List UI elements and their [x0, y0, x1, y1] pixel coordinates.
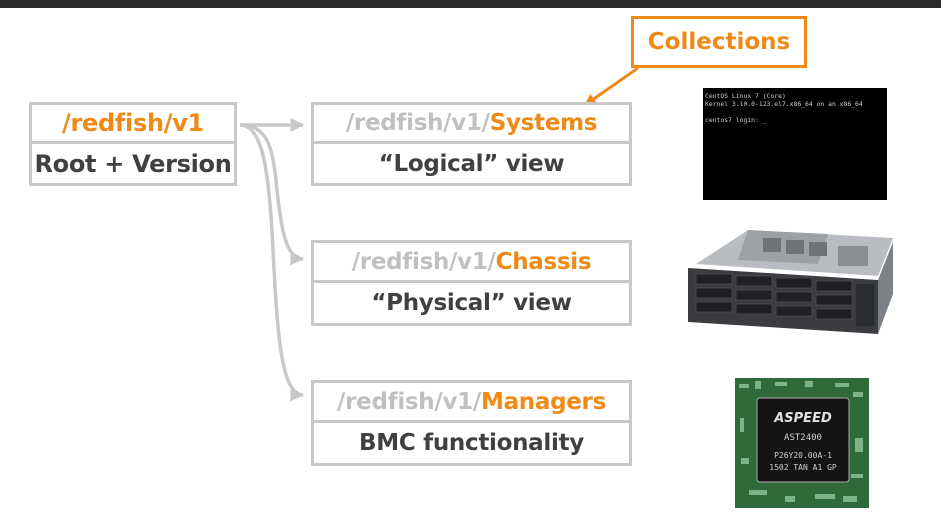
- systems-label: “Logical” view: [378, 150, 565, 177]
- arrow-to-managers: [239, 123, 305, 402]
- root-label: Root + Version: [34, 149, 232, 178]
- managers-node: /redfish/v1/Managers BMC functionality: [311, 380, 632, 466]
- chassis-path: /redfish/v1/Chassis: [314, 243, 629, 283]
- top-bar: [0, 0, 941, 8]
- arrow-to-chassis: [239, 123, 305, 266]
- bmc-chip-image: ASPEED AST2400 P26Y20.00A-1 1502 TAN A1 …: [735, 378, 869, 508]
- managers-label: BMC functionality: [359, 430, 584, 456]
- systems-path: /redfish/v1/Systems: [314, 105, 629, 144]
- chip-lot: 1502 TAN A1 GP: [769, 463, 837, 472]
- console-line-1: CentOS Linux 7 (Core): [705, 92, 786, 100]
- chassis-node: /redfish/v1/Chassis “Physical” view: [311, 240, 632, 326]
- root-node: /redfish/v1 Root + Version: [29, 102, 237, 186]
- collections-callout: Collections: [631, 16, 807, 68]
- systems-node: /redfish/v1/Systems “Logical” view: [311, 102, 632, 186]
- server-chassis-image: [678, 224, 900, 358]
- console-line-3: centos7 login: _: [705, 116, 767, 124]
- console-screenshot: CentOS Linux 7 (Core) Kernel 3.10.0-123.…: [703, 88, 887, 200]
- chip-model: AST2400: [784, 433, 822, 443]
- chassis-path-prefix: /redfish/v1/: [351, 248, 496, 275]
- chassis-label: “Physical” view: [371, 290, 572, 316]
- managers-path-prefix: /redfish/v1/: [337, 388, 481, 415]
- chip-brand: ASPEED: [773, 411, 832, 426]
- chip-part: P26Y20.00A-1: [774, 451, 832, 460]
- systems-path-name: Systems: [489, 110, 598, 136]
- arrow-collections-to-systems: [584, 66, 639, 107]
- managers-path: /redfish/v1/Managers: [314, 383, 629, 423]
- systems-path-prefix: /redfish/v1/: [345, 110, 490, 136]
- console-line-2: Kernel 3.10.0-123.el7.x86_64 on an x86_6…: [705, 100, 863, 108]
- chassis-path-name: Chassis: [495, 248, 592, 275]
- root-path: /redfish/v1: [32, 105, 234, 144]
- managers-path-name: Managers: [480, 388, 606, 415]
